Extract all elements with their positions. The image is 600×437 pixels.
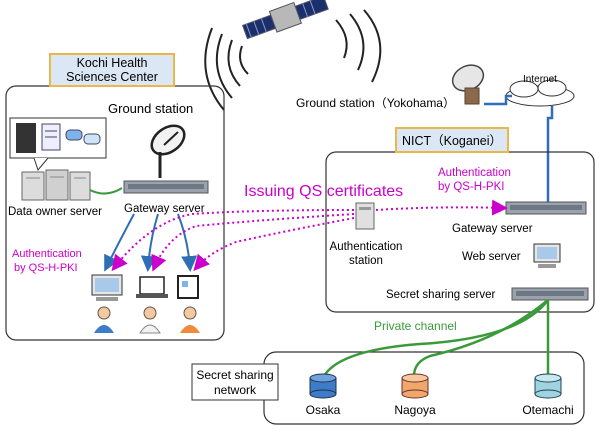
kochi-title-line2: Sciences Center [66,70,158,84]
secret-sharing-title-line1: Secret sharing [196,368,273,382]
nict-auth-line2: by QS-H-PKI [438,181,504,193]
data-owner-server-label: Data owner server [8,206,102,218]
yokohama-label: Ground station（Yokohama） [296,96,455,110]
yokohama-internet-link [484,94,512,106]
node-label-otemachi: Otemachi [522,403,573,417]
nurse-icon [139,306,161,334]
tablet-icon [177,275,199,299]
auth-station-line2: station [349,255,383,267]
nict-gateway-label: Gateway server [452,223,533,235]
dish-antenna-icon [150,124,186,178]
kochi-local-links [104,213,198,272]
nict-title: NICT（Koganei） [402,134,502,148]
data-owner-server-icon [21,169,91,201]
nict-title-box [395,127,509,153]
private-channel-label: Private channel [374,319,457,333]
desktop-pc-icon [91,274,123,301]
doctor-icon [94,306,114,333]
internet-nict-link [546,106,554,202]
certificate-flows [111,199,508,272]
web-server-label: Web server [462,251,521,263]
satellite-waves [204,9,382,111]
owner-gateway-link [89,187,123,195]
records-bubble [9,117,107,172]
internet-cloud-icon [505,79,575,107]
secret-sharing-switch-icon [511,287,589,301]
kochi-title-line1: Kochi Health [77,56,148,70]
kochi-auth-line2: by QS-H-PKI [14,262,78,274]
issuing-certificates-label: Issuing QS certificates [244,183,403,200]
nict-gateway-switch-icon [505,201,587,215]
satellite-icon [241,0,329,40]
pill-icon [65,129,83,141]
node-label-osaka: Osaka [306,403,341,417]
private-channel-links [322,299,550,377]
secret-sharing-title-box [191,363,279,401]
kochi-ground-station-label: Ground station [108,101,193,116]
patient-icon [180,306,200,333]
auth-station-server-icon [355,202,375,230]
secret-sharing-server-label: Secret sharing server [386,289,495,301]
osaka-storage-icon [309,373,337,399]
kochi-title-box [49,53,175,87]
pill-icon [83,133,101,145]
secret-sharing-title-line2: network [214,383,257,397]
web-server-icon [533,243,561,268]
kochi-gateway-label: Gateway server [124,203,205,215]
internet-label: Internet [523,74,557,85]
auth-station-line1: Authentication [330,241,403,253]
laptop-icon [136,276,168,298]
nict-auth-line1: Authentication [438,167,511,179]
yokohama-dish-icon [451,64,485,105]
nagoya-storage-icon [401,373,429,399]
xray-icon [16,123,36,153]
kochi-auth-line1: Authentication [12,248,82,260]
otemachi-storage-icon [534,373,562,399]
node-label-nagoya: Nagoya [394,403,436,417]
kochi-gateway-switch-icon [123,180,209,194]
